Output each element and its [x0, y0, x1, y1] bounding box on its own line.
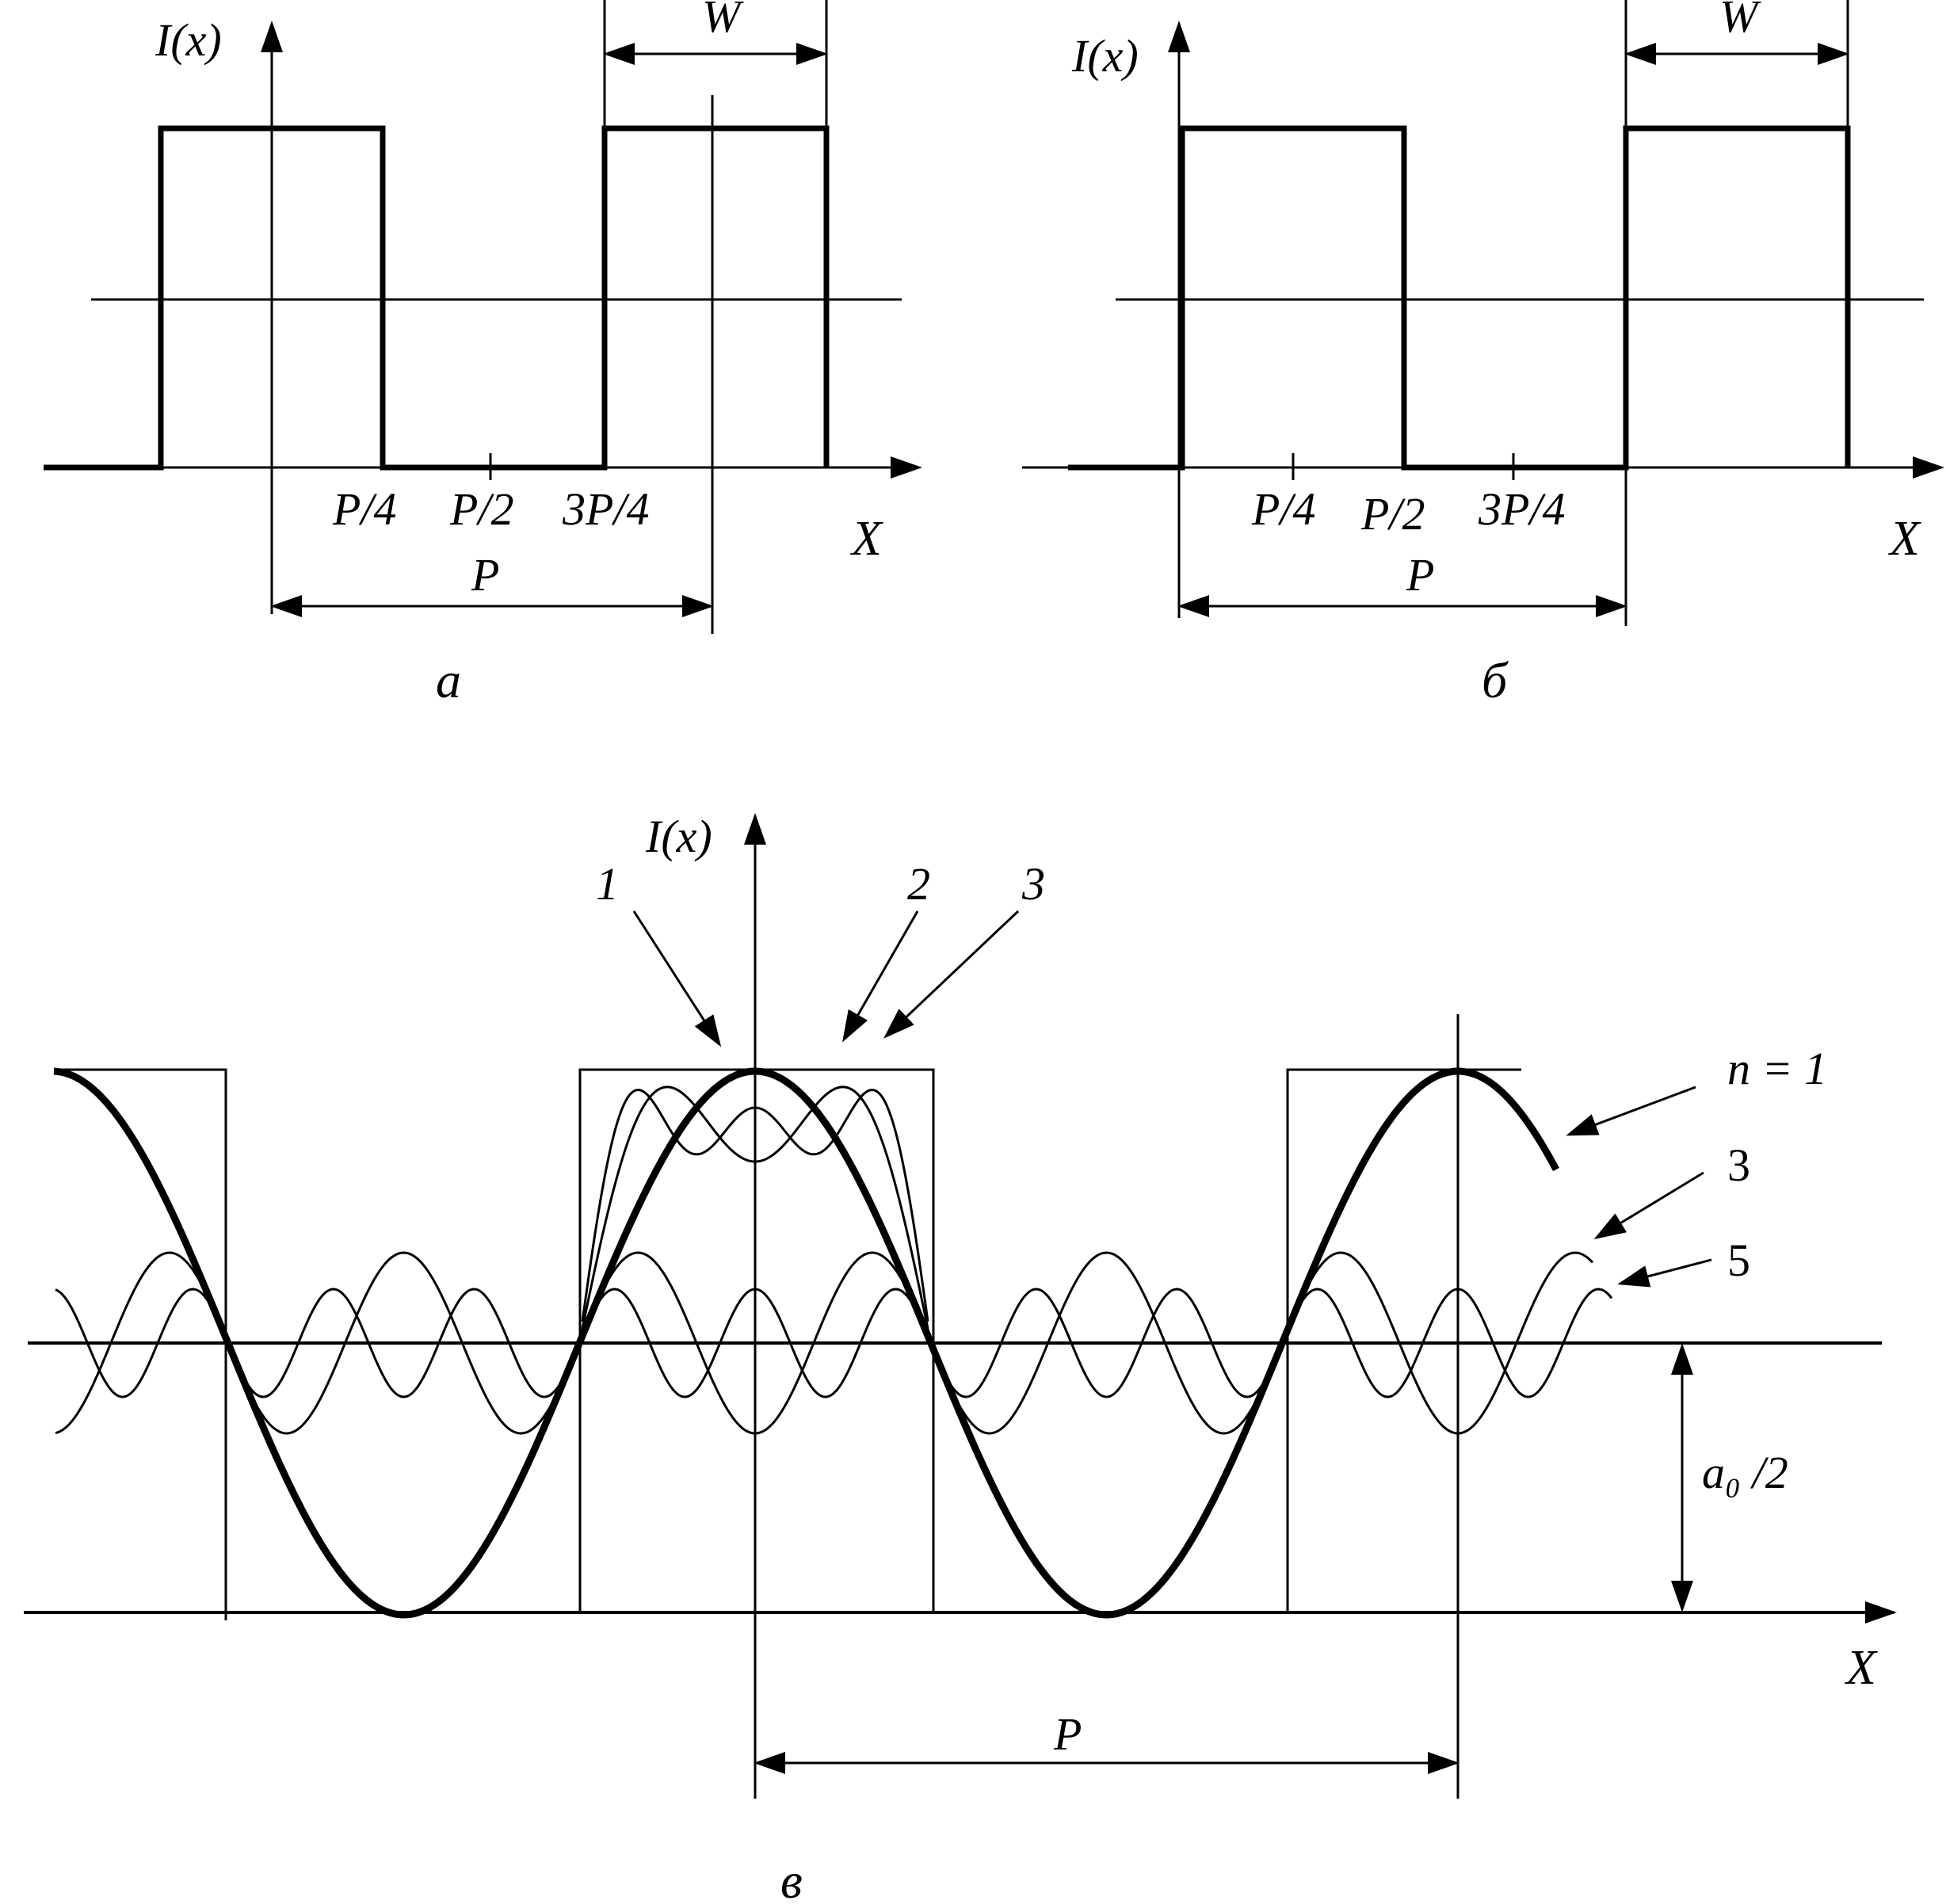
partial-sum-2-curve	[581, 1086, 929, 1330]
panel-c-x-label: X	[1844, 1641, 1878, 1695]
panel-a-caption: а	[436, 652, 461, 708]
panel-c: a₀ /2 P I(x) X в 1 2 3 n = 1 3 5	[24, 811, 1897, 1904]
harmonic-label-n1: n = 1	[1727, 1043, 1827, 1094]
harmonic-n3-curve	[55, 1251, 1594, 1435]
sum-label-1: 1	[596, 858, 619, 910]
harmonic-n5-curve	[55, 1288, 1613, 1398]
panel-b-p-label: P	[1406, 549, 1434, 601]
panel-b-tick-label-p2: P/2	[1360, 488, 1425, 540]
panel-c-y-label: I(x)	[645, 811, 712, 862]
panel-a-square-wave	[44, 125, 830, 471]
pointer-n5	[1617, 1258, 1712, 1288]
panel-c-caption: в	[780, 1852, 803, 1904]
partial-sum-3-curve	[581, 1088, 929, 1322]
panel-a-tick-label-p4: P/4	[332, 483, 397, 535]
pointer-n1	[1566, 1086, 1696, 1136]
panel-b-x-label: X	[1887, 512, 1921, 566]
panel-c-p-label: P	[1053, 1708, 1082, 1760]
panel-b-y-label: I(x)	[1071, 30, 1139, 82]
panel-b-caption: б	[1482, 652, 1509, 708]
pointer-n3	[1593, 1171, 1704, 1240]
panel-b-square-wave	[1068, 125, 1851, 471]
pointer-sum-2	[842, 910, 919, 1043]
harmonic-label-n3: 3	[1727, 1139, 1750, 1191]
sum-label-3: 3	[1021, 858, 1045, 910]
harmonic-label-n5: 5	[1727, 1234, 1750, 1286]
pointer-sum-3	[883, 910, 1020, 1039]
harmonic-n1-curve	[53, 1067, 1559, 1619]
panel-c-a0-label: a₀ /2	[1702, 1447, 1788, 1498]
panel-b: I(x) W P/4 P/2 3P/4 X P б	[1022, 0, 1944, 708]
panel-a-y-label: I(x)	[155, 14, 222, 66]
panel-b-tick-label-p4: P/4	[1251, 483, 1316, 535]
sum-label-2: 2	[907, 858, 930, 910]
panel-a: I(x) W P/4 P/2 3P/4 X P а	[44, 0, 922, 708]
panel-a-x-label: X	[849, 512, 883, 566]
panel-b-w-label: W	[1719, 0, 1761, 42]
panel-a-tick-label-3p4: 3P/4	[562, 483, 650, 535]
panel-a-w-label: W	[702, 0, 744, 42]
panel-a-p-label: P	[471, 549, 499, 601]
panel-a-tick-label-p2: P/2	[449, 483, 514, 535]
panel-b-tick-label-3p4: 3P/4	[1478, 483, 1566, 535]
pointer-sum-1	[632, 910, 722, 1047]
